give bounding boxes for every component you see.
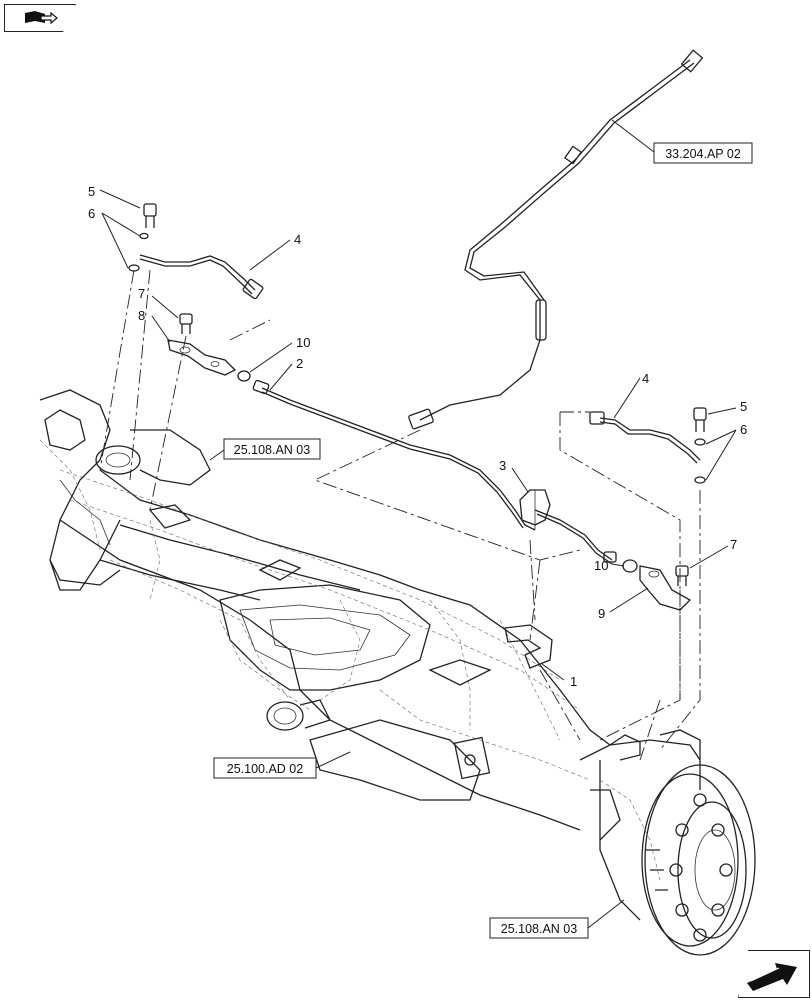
reference-25-100-ad-02[interactable]: 25.100.AD 02 bbox=[227, 762, 303, 776]
next-page-button[interactable] bbox=[738, 950, 810, 998]
callouts: 5 6 4 7 8 10 2 3 1 4 5 6 7 10 9 bbox=[88, 184, 747, 689]
callout-4-left: 4 bbox=[294, 232, 301, 247]
reference-33-204-ap-02[interactable]: 33.204.AP 02 bbox=[665, 147, 741, 161]
reference-boxes: 33.204.AP 02 25.108.AN 03 25.100.AD 02 2… bbox=[209, 119, 753, 939]
reference-25-108-an-03-left[interactable]: 25.108.AN 03 bbox=[234, 443, 310, 457]
callout-6-left: 6 bbox=[88, 206, 95, 221]
callout-6-right: 6 bbox=[740, 422, 747, 437]
callout-3: 3 bbox=[499, 458, 506, 473]
callout-5-right: 5 bbox=[740, 399, 747, 414]
callout-10-left: 10 bbox=[296, 335, 310, 350]
book-arrow-icon bbox=[25, 11, 58, 25]
callout-4-right: 4 bbox=[642, 371, 649, 386]
assembly-lines bbox=[99, 269, 701, 761]
callout-2: 2 bbox=[296, 356, 303, 371]
reference-25-108-an-03-bottom[interactable]: 25.108.AN 03 bbox=[501, 922, 577, 936]
callout-1: 1 bbox=[570, 674, 577, 689]
callout-7-left: 7 bbox=[138, 286, 145, 301]
axle-housing bbox=[39, 389, 611, 831]
callout-5-left: 5 bbox=[88, 184, 95, 199]
callout-9: 9 bbox=[598, 606, 605, 621]
next-page-arrow-icon bbox=[747, 963, 797, 991]
callout-7-right: 7 bbox=[730, 537, 737, 552]
right-wheel-hub bbox=[579, 729, 756, 956]
brake-pipes bbox=[139, 49, 704, 565]
small-parts bbox=[128, 203, 707, 669]
callout-10-right: 10 bbox=[594, 558, 608, 573]
callout-8: 8 bbox=[138, 308, 145, 323]
previous-page-button[interactable] bbox=[4, 4, 76, 32]
